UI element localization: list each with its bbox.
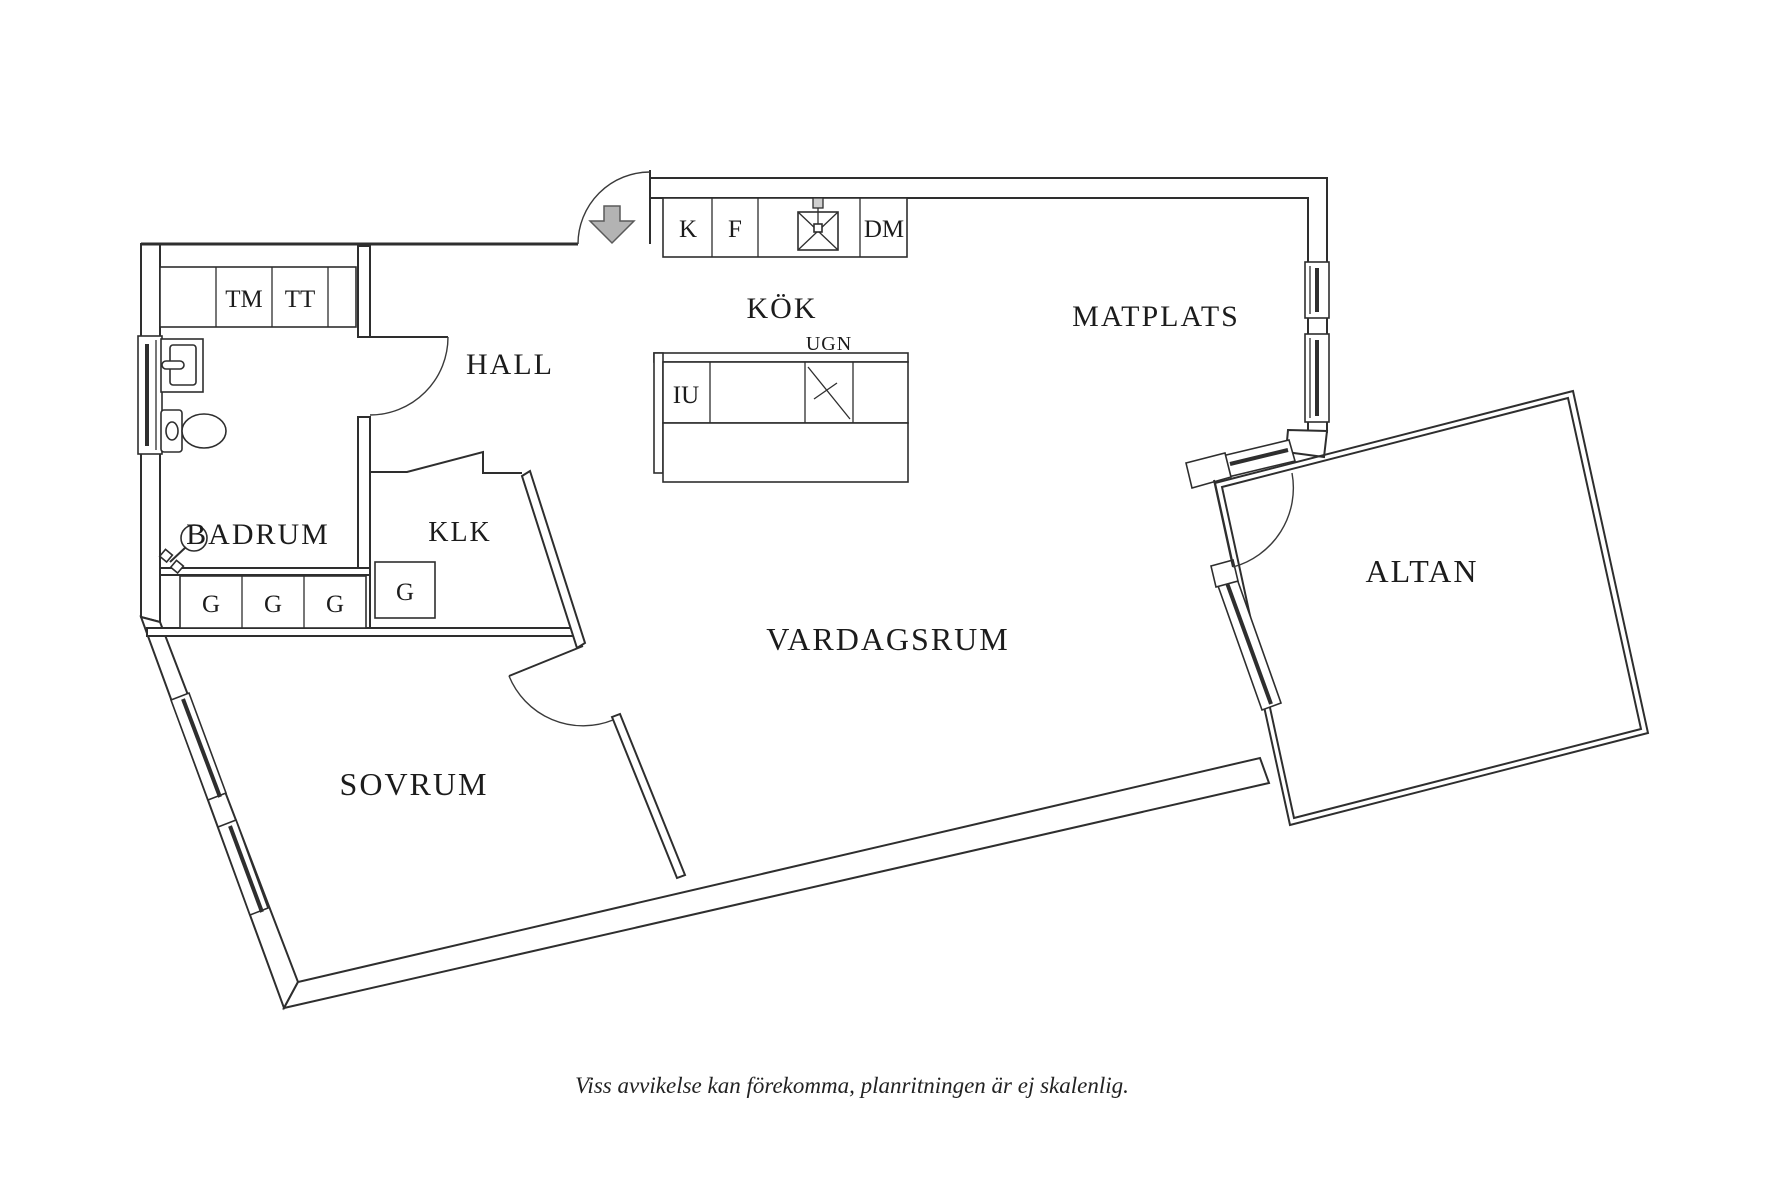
shower-handle-1 [158, 548, 174, 564]
badrum-fixtures [158, 338, 227, 575]
doors [369, 170, 1295, 727]
disclaimer-text: Viss avvikelse kan förekomma, planritnin… [575, 1073, 1129, 1098]
oven-unit-label: IU [673, 382, 699, 409]
klk-east-wall [520, 469, 587, 650]
south-wall [282, 756, 1271, 1010]
windows [137, 261, 1330, 917]
altan-door-swing-arc [1232, 472, 1295, 568]
room-label-matplats: MATPLATS [1072, 300, 1240, 333]
toilet-bowl [181, 413, 227, 449]
room-label-badrum: BADRUM [186, 518, 330, 551]
stove-diagonal [807, 366, 851, 420]
room-label-kok: KÖK [747, 292, 818, 325]
wardrobe-label: G [326, 591, 344, 618]
room-label-klk: KLK [428, 517, 492, 548]
laundry-cabinets: TM TT [159, 266, 357, 328]
laundry-cabinet-row [159, 266, 357, 328]
shower-hose [169, 546, 187, 563]
wardrobes: G G G G [179, 561, 436, 629]
room-label-vardagsrum: VARDAGSRUM [766, 621, 1009, 657]
altan-door-leaf [1213, 479, 1234, 568]
badrum-door-swing-arc [369, 336, 449, 416]
wardrobe-label: G [264, 591, 282, 618]
tumble-dryer-label: TT [285, 286, 316, 313]
kitchen-cabinets: K F DM [662, 197, 908, 258]
fridge-label: K [679, 216, 697, 243]
sovrum-window-1 [169, 691, 228, 802]
klk-wardrobe [374, 561, 436, 619]
room-labels: BADRUM HALL KLK SOVRUM VARDAGSRUM KÖK MA… [186, 292, 1479, 802]
island-appliance-row [662, 361, 909, 424]
badrum-window [137, 335, 163, 455]
badrum-south-wall [159, 567, 371, 576]
kitchen-faucet [812, 197, 824, 209]
entrance-arrow-icon [588, 205, 636, 245]
entrance-door-swing-arc [577, 171, 651, 245]
sovrum-door-leaf [508, 645, 584, 677]
kitchen-faucet-base [813, 223, 823, 233]
room-label-sovrum: SOVRUM [340, 766, 489, 802]
altan-outer-rail [1213, 389, 1650, 827]
sovrum-window-2-glazing [228, 825, 264, 913]
sovrum-window-1-glazing [181, 698, 222, 798]
sovrum-east-wall [610, 712, 687, 880]
toilet-flush [165, 421, 179, 441]
sovrum-window-2 [216, 818, 270, 917]
kitchen-island: IU UGN [653, 333, 909, 483]
wardrobe-label: G [396, 579, 414, 606]
room-label-altan: ALTAN [1366, 553, 1479, 589]
washing-machine-label: TM [225, 286, 263, 313]
wardrobe-label: G [202, 591, 220, 618]
freezer-label: F [728, 216, 742, 243]
altan-upper-window-glazing [1229, 448, 1289, 466]
sovrum-door-swing-arc [508, 675, 614, 727]
oven-label: UGN [806, 333, 852, 355]
island-counter [662, 422, 909, 483]
kitchen-sink-icon [797, 197, 839, 251]
sink-faucet [161, 360, 185, 370]
badrum-east-wall-upper [357, 245, 371, 338]
wardrobe-row [179, 575, 367, 629]
southwest-diagonal-wall [139, 615, 300, 1011]
vardagsrum-altan-window-glazing [1225, 582, 1273, 705]
island-top-bar [653, 352, 909, 363]
kitchen-cabinet-row [662, 197, 908, 258]
altan-door-block [1210, 559, 1239, 588]
klk-north-wall [370, 450, 522, 474]
sovrum-north-wall [146, 627, 575, 637]
island-left-cap [653, 352, 664, 474]
dishwasher-label: DM [864, 216, 904, 243]
shower-icon [180, 524, 208, 552]
stove-tick [813, 382, 838, 400]
room-label-hall: HALL [466, 348, 554, 381]
altan-window-end-block [1185, 452, 1232, 489]
stove-icon [807, 366, 851, 420]
shower-handle-2 [169, 559, 185, 575]
